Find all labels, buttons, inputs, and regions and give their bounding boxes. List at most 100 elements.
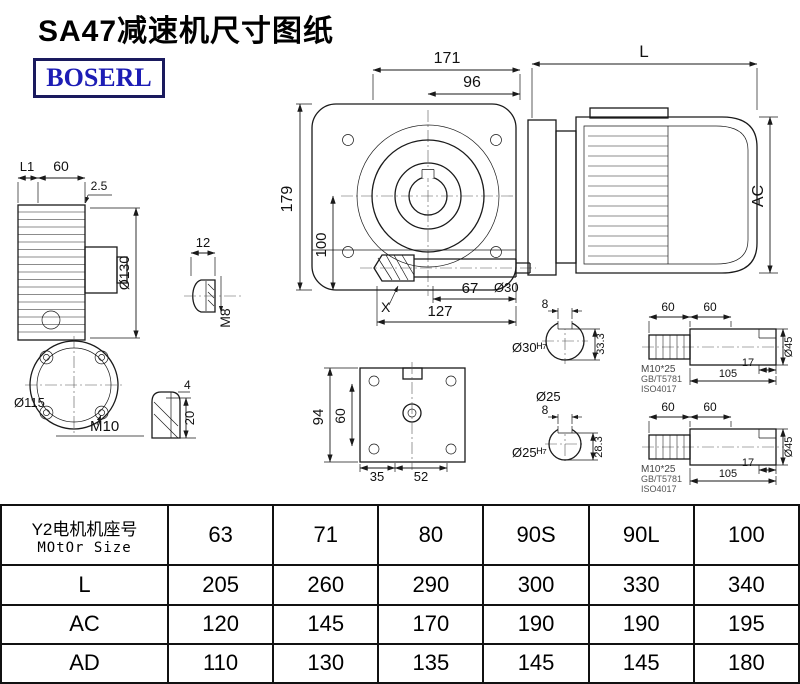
technical-drawing: 171 96 L 179 [14,42,795,494]
key-shape [151,391,181,439]
row-label: L [0,564,169,606]
cell: 110 [166,642,275,684]
shaft1-dim-17: 17 [742,357,754,369]
shaft1-thread-label: M10*25 [641,364,676,375]
dim-d130-label: Ø130 [116,256,132,290]
dim-171-label: 171 [434,50,461,67]
cell: 195 [692,603,800,645]
worm-shaft-cone [373,254,415,282]
label-m8: M8 [217,308,233,328]
cell: 205 [166,564,275,606]
label-m10: M10 [90,418,119,435]
m8-detail: 12 M8 [184,235,242,328]
section-d25: Ø25 8 28.3 Ø25ᴴ⁷ [512,389,605,464]
table-header-cn: Y2电机机座号 [31,519,138,539]
shaft2-dim-60a: 60 [661,400,675,414]
sec30-label: Ø30ᴴ⁷ [512,340,547,355]
col-header: 63 [166,503,275,567]
cell: 145 [272,603,380,645]
cell: 120 [166,603,275,645]
output-boss [84,246,118,294]
shaft2-dim-d45: Ø45 [783,437,795,458]
shaft-end-2: 60 60 M10*25 GB/T5781 ISO4017 17 105 Ø45 [641,400,795,494]
sec30-dim-8-label: 8 [542,297,549,311]
col-header: 90S [482,503,590,567]
dim-67-label: 67 [462,280,479,297]
page-title: SA47减速机尺寸图纸 [38,15,335,48]
cell: 190 [587,603,695,645]
top-dimensions: 171 96 L [372,42,758,118]
dim-L-label: L [639,42,648,61]
shaft1-dim-60a: 60 [661,300,675,314]
shaft2-thread-label: M10*25 [641,464,676,475]
flange-outer-circle [356,124,500,268]
col-header: 100 [692,503,800,567]
cell: 340 [692,564,800,606]
dim-94-label: 94 [310,409,327,426]
shaft2-std1-label: GB/T5781 [641,474,682,484]
motor-view: AC [527,107,778,276]
cell: 145 [482,642,590,684]
cell: 330 [587,564,695,606]
bottom-view: 94 60 35 52 [310,362,466,484]
dim-179-label: 179 [279,186,296,213]
shaft1-dim-d45: Ø45 [783,337,795,358]
cell: 300 [482,564,590,606]
cell: 190 [482,603,590,645]
shaft2-dim-60b: 60 [703,400,717,414]
brand-logo: BOSERL [33,58,165,98]
shaft1-std2-label: ISO4017 [641,384,677,394]
gearbox-front-view: 179 100 67 127 X Ø30 [279,103,536,326]
sec25-dim-28-3-label: 28.3 [593,436,605,457]
col-header: 90L [587,503,695,567]
dim-52-label: 52 [414,469,428,484]
motor-body [575,116,758,274]
section-d30: 8 33.3 Ø30ᴴ⁷ [512,297,607,364]
row-label: AC [0,603,169,645]
flange-view: Ø115 M10 [14,336,144,437]
sec25-label: Ø25ᴴ⁷ [512,445,547,460]
cell: 135 [377,642,485,684]
dim-20-label: 20 [182,411,197,425]
sec25-dim-8-label: 8 [542,403,549,417]
table-header-en: MOtOr Size [37,539,132,556]
dim-60-bottom-label: 60 [332,408,348,424]
col-header: 80 [377,503,485,567]
shaft2-dim-105: 105 [719,468,737,480]
table-row-L: L 205 260 290 300 330 340 [0,564,800,606]
shaft-end-1: 60 60 M10*25 GB/T5781 ISO4017 17 105 Ø45 [641,300,795,394]
dim-100-label: 100 [313,232,330,257]
dim-L1-label: L1 [20,159,34,174]
side-body [17,204,86,341]
dim-96-label: 96 [463,74,481,91]
cell: 180 [692,642,800,684]
shaft1-std1-label: GB/T5781 [641,374,682,384]
shaft2-body [689,428,777,466]
dim-12-label: 12 [196,235,210,250]
dim-d30-callout: Ø30 [494,280,519,295]
sec30-dim-33-3-label: 33.3 [595,333,607,354]
row-label: AD [0,642,169,684]
label-x: X [381,299,391,315]
motor-terminal-box [589,107,669,119]
table-row-AD: AD 110 130 135 145 145 180 [0,642,800,684]
dim-127-label: 127 [427,303,452,320]
reducer-side-view: L1 60 2.5 Ø130 [17,158,140,341]
key-detail: 4 20 [151,378,197,439]
shaft2-dim-17: 17 [742,457,754,469]
shaft1-dim-60b: 60 [703,300,717,314]
shaft1-dim-105: 105 [719,368,737,380]
dim-35-label: 35 [370,469,384,484]
dim-2-5-label: 2.5 [91,179,108,193]
cell: 145 [587,642,695,684]
shaft1-body [689,328,777,366]
shaft-nose [192,279,216,313]
motor-spec-table: Y2电机机座号 MOtOr Size 63 71 80 90S 90L 100 … [0,503,800,684]
dim-60-side-label: 60 [53,158,69,174]
sec25-callout: Ø25 [536,389,561,404]
dim-d115-label: Ø115 [14,395,45,410]
motor-adapter [527,119,557,276]
table-header-row: Y2电机机座号 MOtOr Size 63 71 80 90S 90L 100 [0,503,800,567]
cell: 260 [272,564,380,606]
